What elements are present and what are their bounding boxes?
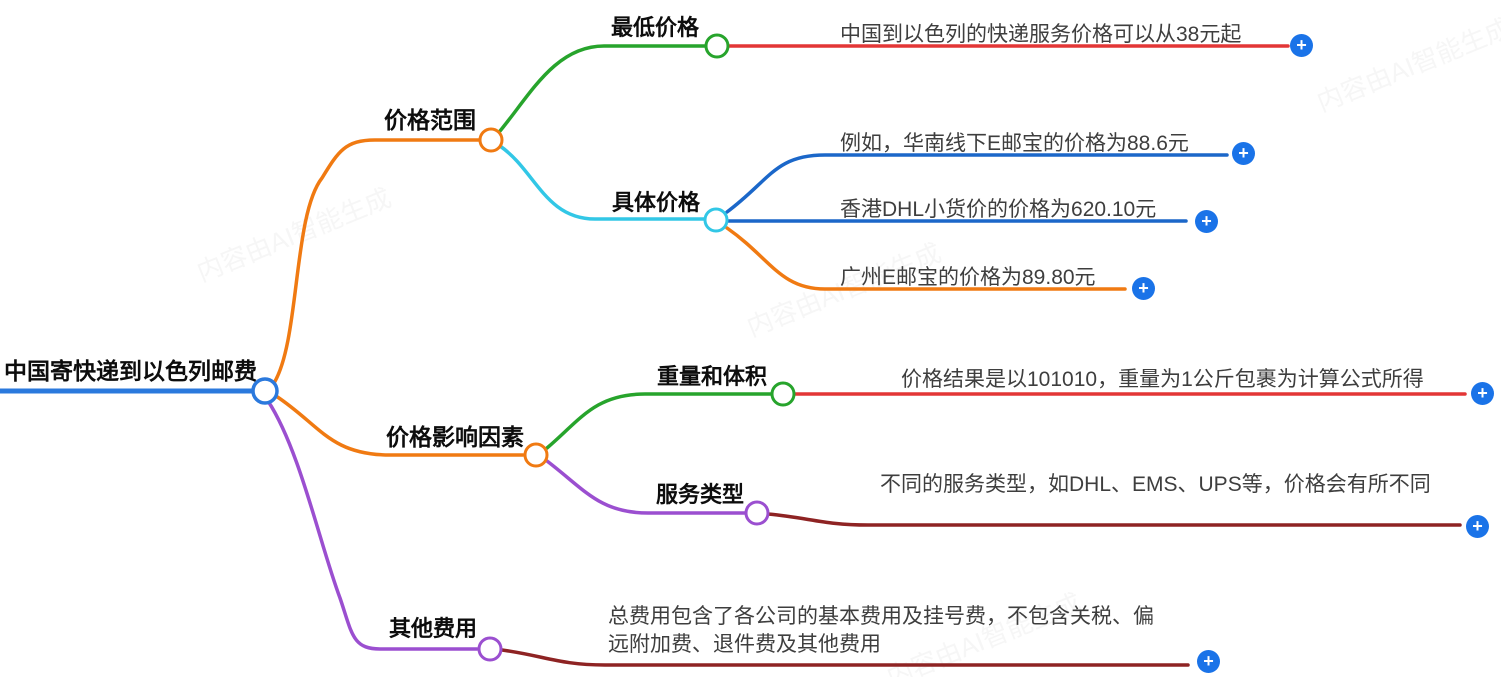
plus-icon: + (1138, 277, 1149, 298)
plus-icon: + (1296, 34, 1307, 55)
edge-price-range-to-lowest (498, 44, 707, 133)
edge-service-detail (766, 512, 1462, 527)
add-child-button[interactable]: + (1195, 210, 1218, 233)
topic-lowest-price[interactable]: 最低价格 (611, 15, 700, 40)
leaf-specific-price-detail-3[interactable]: 广州E邮宝的价格为89.80元 (840, 266, 1096, 289)
edge-factors-to-weight (545, 392, 773, 450)
node-handle-service-type[interactable] (744, 500, 770, 526)
node-handle-weight-volume[interactable] (770, 381, 796, 407)
edge-specific-detail-1 (725, 153, 1229, 214)
add-child-button[interactable]: + (1232, 142, 1255, 165)
plus-icon: + (1472, 515, 1483, 536)
edge-other-fees-detail (500, 648, 1190, 667)
leaf-specific-price-detail-1[interactable]: 例如，华南线下E邮宝的价格为88.6元 (840, 132, 1189, 155)
topic-price-factors[interactable]: 价格影响因素 (386, 424, 524, 450)
plus-icon: + (1201, 210, 1212, 231)
topic-price-range[interactable]: 价格范围 (384, 107, 476, 133)
node-handle-root[interactable] (251, 377, 279, 405)
add-child-button[interactable]: + (1132, 277, 1155, 300)
add-child-button[interactable]: + (1290, 34, 1313, 57)
add-child-button[interactable]: + (1197, 650, 1220, 673)
node-handle-specific-price[interactable] (703, 207, 729, 233)
node-handle-lowest-price[interactable] (704, 33, 730, 59)
add-child-button[interactable]: + (1466, 515, 1489, 538)
edge-price-range-to-specific (498, 144, 706, 221)
leaf-weight-volume-detail[interactable]: 价格结果是以101010，重量为1公斤包裹为计算公式所得 (901, 368, 1424, 391)
edge-factors-to-service (545, 459, 748, 515)
node-handle-other-fees[interactable] (477, 636, 503, 662)
root-topic[interactable]: 中国寄快递到以色列邮费 (4, 358, 257, 384)
topic-weight-volume[interactable]: 重量和体积 (657, 364, 768, 389)
edge-specific-detail-3 (725, 226, 1127, 291)
edge-root-to-price-range (272, 138, 481, 385)
edge-root-to-price-factors (274, 394, 525, 457)
edge-root-to-other-fees (266, 399, 479, 651)
node-handle-price-factors[interactable] (523, 442, 549, 468)
plus-icon: + (1238, 142, 1249, 163)
topic-service-type[interactable]: 服务类型 (656, 482, 745, 507)
topic-other-fees[interactable]: 其他费用 (389, 616, 478, 641)
plus-icon: + (1477, 382, 1488, 403)
leaf-specific-price-detail-2[interactable]: 香港DHL小货价的价格为620.10元 (840, 198, 1157, 221)
leaf-lowest-price-detail[interactable]: 中国到以色列的快递服务价格可以从38元起 (840, 23, 1242, 46)
node-handle-price-range[interactable] (478, 127, 504, 153)
add-child-button[interactable]: + (1471, 382, 1494, 405)
leaf-service-type-detail[interactable]: 不同的服务类型，如DHL、EMS、UPS等，价格会有所不同 (880, 473, 1431, 496)
topic-specific-price[interactable]: 具体价格 (612, 190, 701, 215)
leaf-other-fees-detail[interactable]: 总费用包含了各公司的基本费用及挂号费，不包含关税、偏远附加费、退件费及其他费用 (608, 605, 1154, 656)
plus-icon: + (1203, 650, 1214, 671)
